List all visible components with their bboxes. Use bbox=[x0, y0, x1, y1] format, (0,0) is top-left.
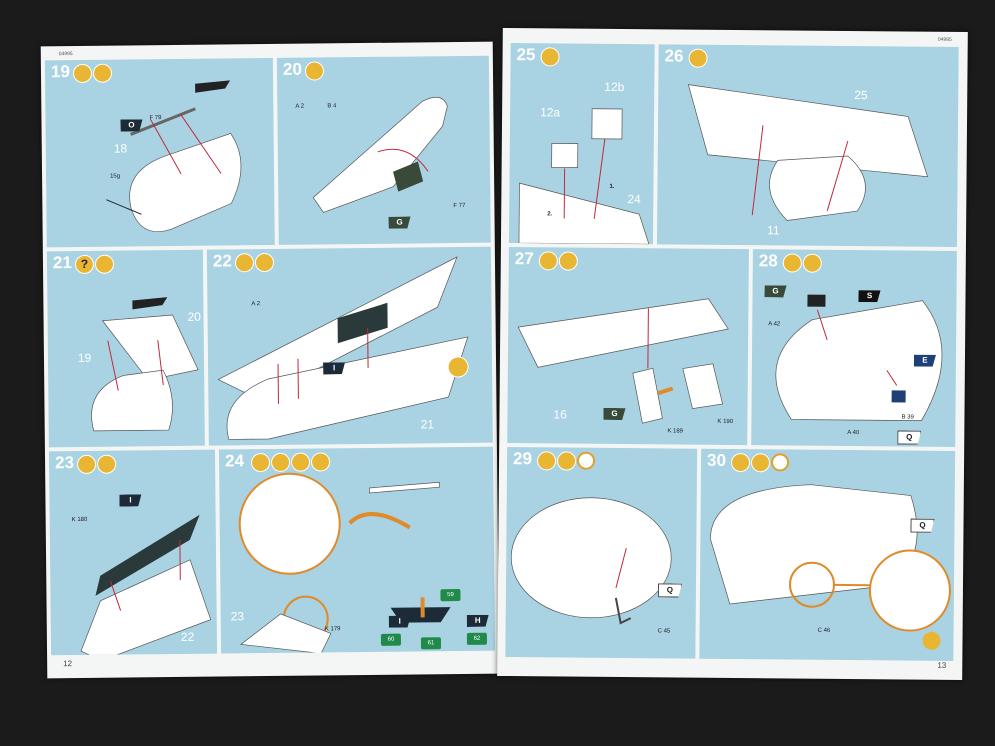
part-label: F 77 bbox=[453, 202, 466, 210]
right-page: 04995 25 12b 12a 24 1. 2. 26 25 11 27 bbox=[497, 27, 968, 681]
step-20: 20 A 2 B 4 G F 77 bbox=[276, 55, 491, 245]
part-label: 15g bbox=[110, 173, 121, 180]
part-label: A 40 bbox=[847, 430, 860, 437]
sequence-marker: 1. bbox=[609, 183, 615, 190]
paint-flag: O bbox=[120, 119, 142, 131]
wing-assembly-drawing bbox=[312, 96, 448, 213]
assembly-label: 16 bbox=[553, 407, 567, 422]
paint-flag: Q bbox=[910, 519, 934, 533]
step-19: 19 F 79 18 15g O bbox=[44, 57, 275, 248]
assembly-label: 12a bbox=[540, 105, 561, 120]
page-number: 13 bbox=[937, 660, 947, 670]
paint-flag: S bbox=[858, 290, 880, 302]
seat-assembly-drawing bbox=[518, 108, 650, 245]
assembly-label: 21 bbox=[420, 417, 435, 432]
step-27: 27 16 G K 189 K 190 bbox=[507, 247, 749, 446]
part-label: K 190 bbox=[717, 418, 734, 426]
paint-flag: G bbox=[603, 408, 625, 420]
assembly-label: 23 bbox=[230, 609, 245, 624]
part-label: A 42 bbox=[768, 321, 781, 328]
paint-flag: Q bbox=[897, 430, 921, 444]
part-label: B 39 bbox=[901, 414, 914, 421]
paint-flag: H bbox=[467, 615, 489, 627]
assembly-label: 20 bbox=[187, 309, 201, 324]
canopy-assembly-drawing bbox=[80, 514, 212, 656]
assembly-label: 19 bbox=[77, 350, 92, 366]
cowling-assembly-drawing bbox=[91, 297, 199, 432]
paint-flag: E bbox=[914, 355, 936, 367]
assembly-label: 24 bbox=[627, 192, 641, 207]
step-29: 29 Q C 45 bbox=[505, 447, 698, 659]
catalog-code: 04995 bbox=[58, 51, 73, 58]
paint-flag: I bbox=[389, 616, 411, 628]
assembly-label: 18 bbox=[113, 141, 128, 156]
paint-flag: I bbox=[323, 362, 345, 374]
paint-flag: G bbox=[764, 285, 786, 297]
part-label: A 2 bbox=[251, 301, 261, 308]
part-label: K 179 bbox=[324, 626, 341, 633]
part-label: C 45 bbox=[657, 628, 671, 635]
assembly-label: 22 bbox=[180, 629, 195, 644]
part-label: A 2 bbox=[295, 103, 305, 110]
decal-number: 59 bbox=[440, 589, 461, 602]
part-label: K 180 bbox=[71, 516, 88, 524]
paint-flag: G bbox=[389, 217, 411, 229]
instrument-panel-drawing bbox=[238, 472, 451, 654]
step-25: 25 12b 12a 24 1. 2. bbox=[508, 43, 655, 245]
part-label: K 189 bbox=[667, 428, 684, 435]
step-24: 24 23 K 179 I H 59 62 60 61 bbox=[218, 446, 496, 654]
step-22: 22 A 2 I 21 bbox=[206, 246, 493, 446]
fuselage-half-drawing bbox=[517, 298, 729, 424]
decal-number: 62 bbox=[466, 632, 487, 645]
step-28: 28 G S A 42 E B 39 A 40 Q bbox=[751, 249, 957, 447]
part-label: C 46 bbox=[817, 627, 831, 634]
step-23: 23 I K 180 22 bbox=[48, 449, 218, 656]
part-label: F 79 bbox=[149, 115, 162, 122]
assembly-label: 12b bbox=[604, 79, 625, 95]
cockpit-interior-drawing bbox=[510, 497, 672, 625]
left-page: 04995 19 F 79 18 15g O 20 A 2 B 4 G F 77… bbox=[40, 41, 500, 679]
cockpit-rudder-pedals-drawing bbox=[710, 484, 951, 650]
assembly-label: 11 bbox=[767, 223, 780, 238]
decal-number: 60 bbox=[380, 633, 401, 646]
step-21: 21 ? 20 19 bbox=[46, 249, 205, 448]
sequence-marker: 2. bbox=[547, 211, 553, 218]
decal-number: 61 bbox=[420, 637, 442, 650]
step-26: 26 25 11 bbox=[656, 44, 959, 247]
assembly-label: 25 bbox=[854, 88, 868, 103]
step-30: 30 Q C 46 bbox=[699, 448, 956, 661]
paint-flag: Q bbox=[658, 583, 682, 597]
fuselage-assembly-drawing bbox=[217, 256, 469, 440]
cockpit-detail-drawing bbox=[775, 294, 943, 422]
engine-assembly-drawing bbox=[106, 80, 242, 233]
catalog-code: 04995 bbox=[937, 36, 952, 43]
part-label: B 4 bbox=[327, 103, 337, 110]
paint-flag: I bbox=[119, 494, 141, 506]
cockpit-tub-drawing bbox=[687, 84, 929, 221]
page-number: 12 bbox=[63, 659, 73, 669]
